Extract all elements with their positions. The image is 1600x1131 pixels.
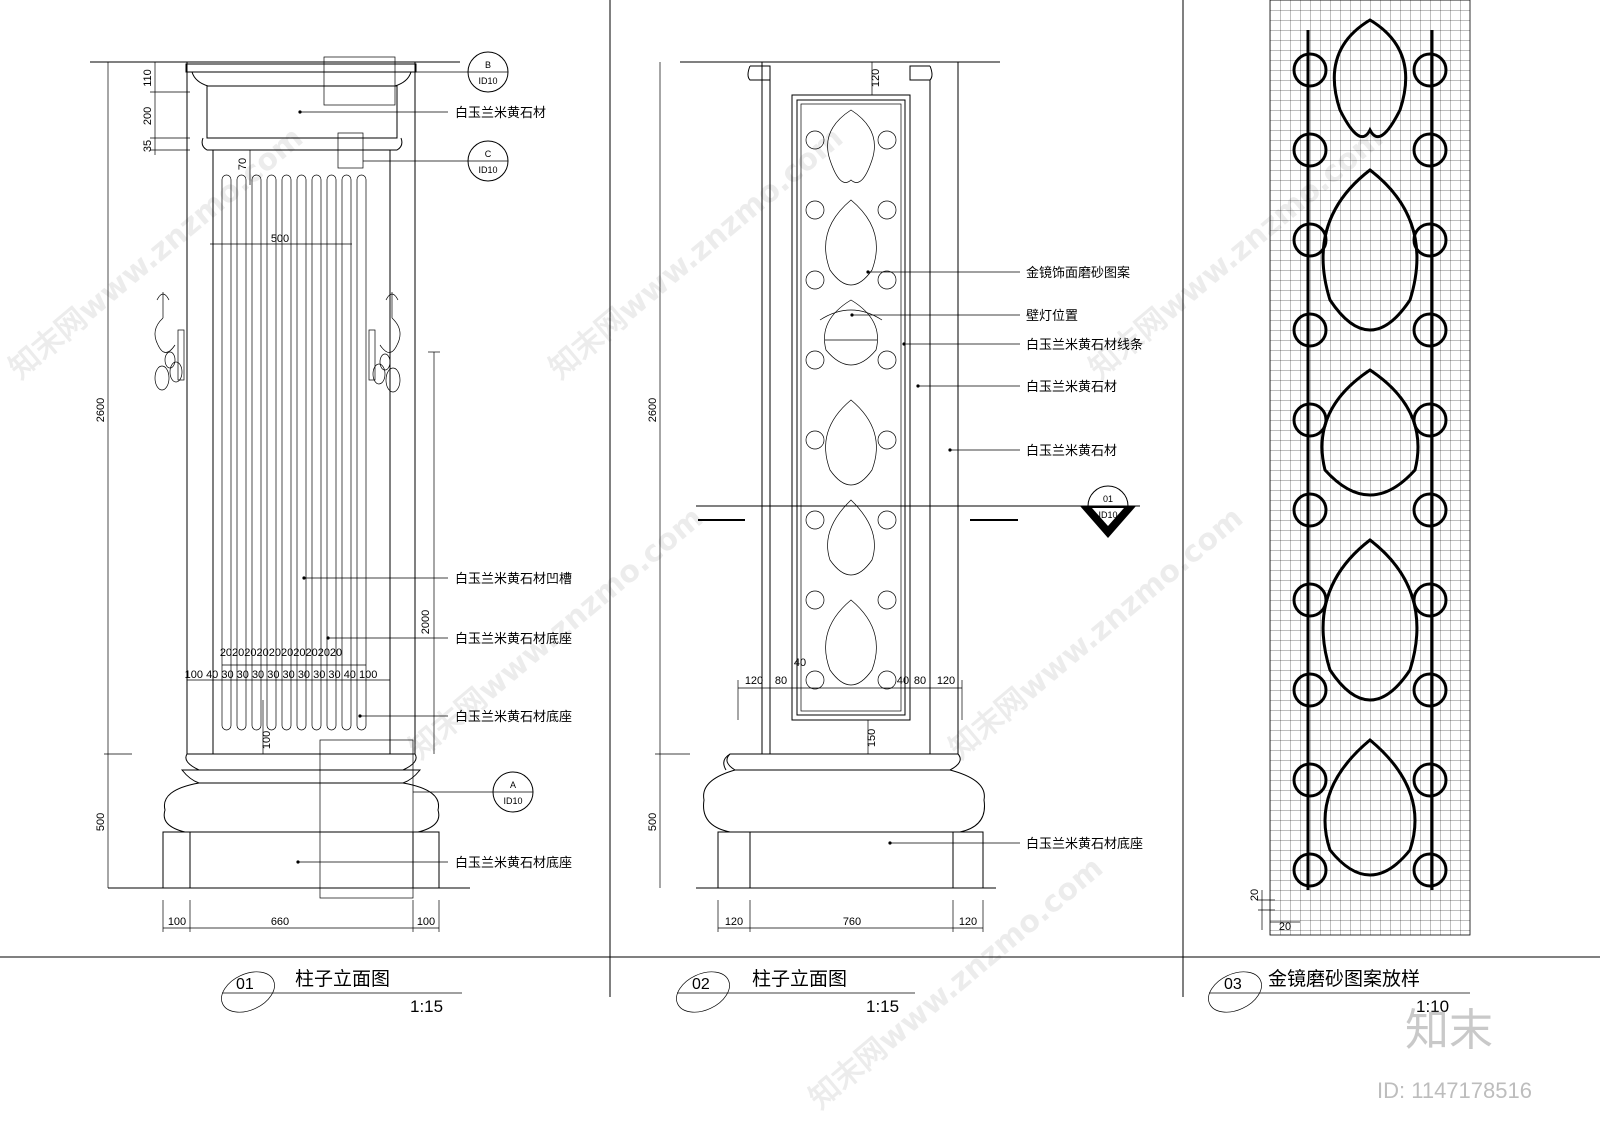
- drawing-02-number: 02: [692, 976, 710, 993]
- dim-500: 500: [95, 813, 107, 831]
- label-stone-1: 白玉兰米黄石材: [1026, 379, 1117, 395]
- dim-left-100: 100: [168, 916, 186, 928]
- callout-b-letter: B: [485, 60, 491, 70]
- callout-c-ref: ID10: [478, 165, 497, 175]
- callout-b-ref: ID10: [478, 76, 497, 86]
- dim-70: 70: [237, 158, 249, 170]
- label-stone: 白玉兰米黄石材: [455, 105, 546, 121]
- label-mirror-pattern: 金镜饰面磨砂图案: [1026, 265, 1130, 281]
- dim-150: 150: [866, 729, 878, 747]
- wall-sconce-right: [368, 292, 401, 393]
- dim-100-v: 100: [261, 731, 273, 749]
- dim-grid-h: 20: [1279, 921, 1291, 933]
- dim-200: 200: [142, 107, 154, 125]
- label-groove: 白玉兰米黄石材凹槽: [455, 571, 572, 587]
- label-stone-trim: 白玉兰米黄石材线条: [1026, 337, 1143, 353]
- callout-01-ref: ID10: [1098, 510, 1117, 520]
- watermark-text-2: 知末网www.znzmo.com: [543, 120, 850, 386]
- drawing-02-texts: 01 ID10 金镜饰面磨砂图案 壁灯位置 白玉兰米黄石材线条 白玉兰米黄石材 …: [647, 69, 1143, 1016]
- label-sconce-position: 壁灯位置: [1026, 309, 1078, 324]
- label-stone-2: 白玉兰米黄石材: [1026, 443, 1117, 459]
- watermark-id: ID: 1147178516: [1377, 1078, 1532, 1103]
- callout-a-letter: A: [510, 780, 516, 790]
- dim-grid-v: 20: [1249, 889, 1261, 901]
- drawing-03-pattern-layout: [1258, 0, 1471, 936]
- label-base: 白玉兰米黄石材底座: [1026, 836, 1143, 852]
- label-base-2: 白玉兰米黄石材底座: [455, 709, 572, 725]
- dim-500-h: 500: [271, 233, 289, 245]
- dim-660: 660: [271, 916, 289, 928]
- callout-a-ref: ID10: [503, 796, 522, 806]
- dim-110: 110: [142, 69, 154, 87]
- dim-2000: 2000: [420, 610, 432, 634]
- dim-flutes-top: 20202020202020202020: [220, 647, 342, 659]
- drawing-01-texts: B ID10 C ID10 A ID10 白玉兰米黄石材 白玉兰米黄石材凹槽 白…: [95, 60, 572, 1016]
- dim-bottom-760: 760: [843, 916, 861, 928]
- dim-right-100: 100: [417, 916, 435, 928]
- drawing-03-texts: 20 20 03 金镜磨砂图案放样 1:10: [1208, 889, 1470, 1016]
- dim-2600: 2600: [647, 398, 659, 422]
- dim-120-top: 120: [870, 69, 882, 87]
- watermark-text-1: 知末网www.znzmo.com: [3, 120, 310, 386]
- label-base-1: 白玉兰米黄石材底座: [455, 631, 572, 647]
- dim-flutes-bottom: 100 40 30 30 30 30 30 30 30 30 40 100: [185, 669, 378, 681]
- dim-top-120-r: 120: [937, 675, 955, 687]
- drawing-03-title: 金镜磨砂图案放样: [1268, 968, 1420, 990]
- dim-top-80-l: 80: [775, 675, 787, 687]
- dim-top-40-r: 40: [897, 675, 909, 687]
- dim-bottom-120-r: 120: [959, 916, 977, 928]
- dim-bottom-120-l: 120: [725, 916, 743, 928]
- wall-sconce-left: [154, 292, 185, 391]
- watermark-brand: 知末: [1405, 1005, 1493, 1056]
- drawing-02-column-elevation: [655, 61, 1140, 932]
- flutes: [221, 174, 367, 731]
- drawing-02-scale: 1:15: [866, 997, 899, 1016]
- dim-top-80-r: 80: [914, 675, 926, 687]
- dim-top-120-l: 120: [745, 675, 763, 687]
- callout-01-letter: 01: [1103, 494, 1113, 504]
- dim-500: 500: [647, 813, 659, 831]
- drawing-03-scale: 1:10: [1416, 997, 1449, 1016]
- dim-2600: 2600: [95, 398, 107, 422]
- callout-c-letter: C: [485, 149, 492, 159]
- watermark-text-5: 知末网www.znzmo.com: [943, 500, 1250, 766]
- watermark-text-4: 知末网www.znzmo.com: [403, 500, 710, 766]
- dim-35: 35: [142, 140, 154, 152]
- ornament-panel: [805, 109, 897, 690]
- drawing-01-title: 柱子立面图: [295, 968, 390, 990]
- watermark-text-6: 知末网www.znzmo.com: [803, 850, 1110, 1116]
- sheet-frame: [0, 0, 1600, 997]
- drawing-01-scale: 1:15: [410, 997, 443, 1016]
- label-base-3: 白玉兰米黄石材底座: [455, 855, 572, 871]
- drawing-02-title: 柱子立面图: [752, 968, 847, 990]
- ornament-enlarged: [1292, 18, 1448, 890]
- dim-top-40-l: 40: [794, 657, 806, 669]
- drawing-01-column-elevation: [90, 51, 534, 932]
- drawing-01-number: 01: [236, 976, 254, 993]
- drawing-03-number: 03: [1224, 976, 1242, 993]
